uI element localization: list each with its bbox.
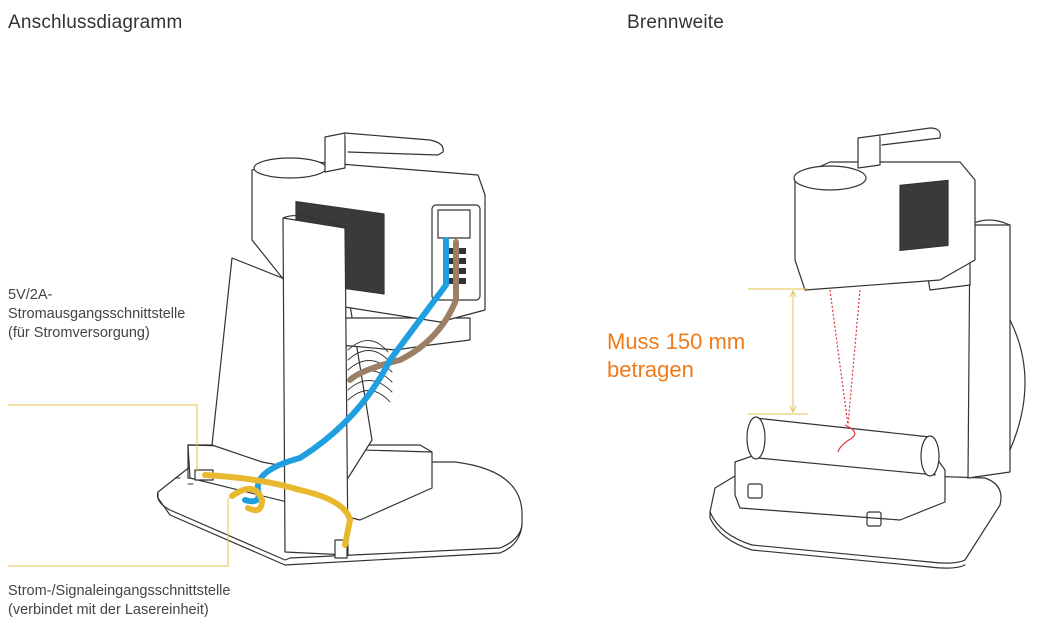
yellow-cable	[202, 472, 354, 548]
right-vertical-post	[967, 224, 1011, 479]
power-input-callout-line	[8, 498, 229, 567]
laser-beam	[829, 289, 861, 453]
focal-distance-label-line-2: betragen	[607, 357, 694, 382]
right-handle	[857, 134, 881, 169]
power-output-label-line-3: (für Stromversorgung)	[8, 325, 150, 341]
focal-distance-label-line-1: Muss 150 mm	[607, 329, 746, 354]
right-lens-cap	[793, 165, 867, 191]
cylinder-end-right	[920, 435, 940, 477]
power-output-callout-line	[8, 404, 198, 472]
power-input-label: Strom-/Signaleingangsschnittstelle (verb…	[8, 582, 328, 620]
focal-length-illustration	[709, 127, 1026, 569]
cylinder-end-left	[746, 416, 766, 460]
power-input-label-line-1: Strom-/Signaleingangsschnittstelle	[8, 583, 231, 599]
power-output-label: 5V/2A- Stromausgangsschnittstelle (für S…	[8, 286, 298, 343]
focal-distance-label: Muss 150 mm betragen	[607, 328, 745, 384]
focal-distance-marker	[748, 288, 808, 415]
platform-slot-left	[747, 483, 763, 499]
port-buttons	[446, 248, 466, 284]
power-output-label-line-2: Stromausgangsschnittstelle	[8, 306, 186, 322]
lens-cap	[253, 157, 327, 179]
handle	[324, 132, 346, 173]
power-output-label-line-1: 5V/2A-	[8, 287, 53, 303]
platform-slot-right	[866, 511, 882, 527]
focal-length-heading: Brennweite	[627, 12, 725, 33]
right-vent-grille	[899, 179, 949, 252]
usb-port	[437, 209, 471, 239]
connection-diagram-heading: Anschlussdiagramm	[8, 12, 183, 33]
brown-cable	[347, 239, 459, 383]
power-input-label-line-2: (verbindet mit der Lasereinheit)	[8, 602, 209, 618]
vertical-post	[282, 217, 349, 556]
yellow-cable-loop	[229, 486, 266, 514]
